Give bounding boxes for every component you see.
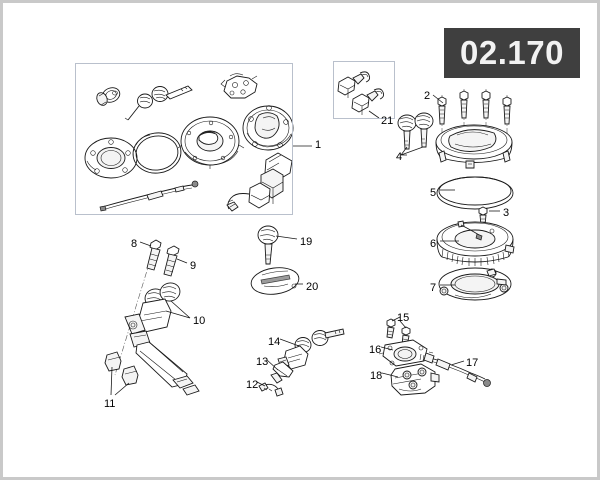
- callout-14[interactable]: 14: [268, 336, 281, 348]
- callout-10[interactable]: 10: [193, 315, 206, 327]
- fuel-pump-ring-drawing: [436, 220, 515, 266]
- oval-emblem-drawing: [250, 267, 300, 295]
- callout-7[interactable]: 7: [430, 282, 437, 294]
- fuel-cap-bolt-2: [459, 90, 469, 119]
- callout-5[interactable]: 5: [430, 187, 437, 199]
- bracket-plate-drawing: [220, 73, 258, 99]
- large-o-ring-drawing: [132, 132, 182, 174]
- seat-lock-bracket-assembly: [104, 239, 200, 396]
- seat-latch-body: [277, 345, 309, 370]
- callout-8[interactable]: 8: [131, 238, 138, 250]
- fuel-pump-flange-drawing: [177, 116, 245, 169]
- callout-18[interactable]: 18: [370, 370, 383, 382]
- fuel-cap-exploded-view: [397, 89, 515, 301]
- lock-release-cable: [419, 352, 491, 387]
- seat-latch-hook: [270, 361, 294, 384]
- lock-plate-assembly: [378, 318, 491, 396]
- callout-21[interactable]: 21: [381, 115, 394, 127]
- fuel-cap-bolt-4: [502, 96, 512, 125]
- seat-rubber-grommets: [104, 351, 139, 386]
- callout-2[interactable]: 2: [424, 90, 431, 102]
- fuel-cap-bolt-1: [437, 96, 447, 125]
- callout-6[interactable]: 6: [430, 238, 437, 250]
- release-cable-drawing: [99, 180, 199, 212]
- lock-barrel-upper: [337, 71, 371, 98]
- fuel-cap-key-pair: [397, 112, 434, 150]
- page-number-badge: 02.170: [444, 28, 580, 78]
- lock-barrel-group-box: [333, 61, 395, 119]
- seat-lock-bracket-body: [124, 298, 200, 396]
- fuel-cap-assembly-drawing: [242, 105, 294, 151]
- callout-13[interactable]: 13: [256, 356, 269, 368]
- leader-lines: [110, 94, 500, 396]
- lock-barrel-lower: [351, 88, 385, 115]
- ignition-switch-drawing: [226, 152, 293, 212]
- single-key-drawing: [257, 225, 279, 265]
- callout-3[interactable]: 3: [503, 207, 510, 219]
- seat-latch-assembly: [258, 328, 345, 397]
- callout-1[interactable]: 1: [315, 139, 322, 151]
- callout-19[interactable]: 19: [300, 236, 313, 248]
- lock-latch-plate: [390, 363, 440, 396]
- technical-drawing-canvas: .ln { fill:none; stroke:#1a1a1a; stroke-…: [84, 71, 515, 397]
- callout-11[interactable]: 11: [104, 398, 116, 410]
- seat-latch-spring: [258, 382, 284, 397]
- callout-15[interactable]: 15: [397, 312, 410, 324]
- lock-set-contents: [84, 73, 294, 212]
- fuel-cap-body-drawing: [435, 124, 513, 169]
- callout-17[interactable]: 17: [466, 357, 479, 369]
- lock-plate-screw-1: [386, 318, 396, 339]
- fuel-flange-ring-drawing: [438, 267, 512, 301]
- seat-bolt-upper: [146, 239, 162, 271]
- latch-key-pair: [294, 328, 345, 353]
- lock-mount-bracket: [378, 339, 434, 367]
- callout-20[interactable]: 20: [306, 281, 319, 293]
- callout-9[interactable]: 9: [190, 260, 197, 272]
- callout-12[interactable]: 12: [246, 379, 259, 391]
- lock-set-group-box: [75, 63, 293, 215]
- fuel-cap-o-ring: [436, 176, 514, 210]
- callout-16[interactable]: 16: [369, 344, 382, 356]
- seat-bolt-lower: [163, 245, 180, 277]
- key-pair-tag-drawing: [124, 85, 193, 121]
- callout-4[interactable]: 4: [396, 151, 403, 163]
- lock-barrel-contents: [337, 71, 385, 115]
- fuel-cap-bolt-3: [481, 90, 491, 119]
- small-cap-lock-drawing: [96, 87, 121, 106]
